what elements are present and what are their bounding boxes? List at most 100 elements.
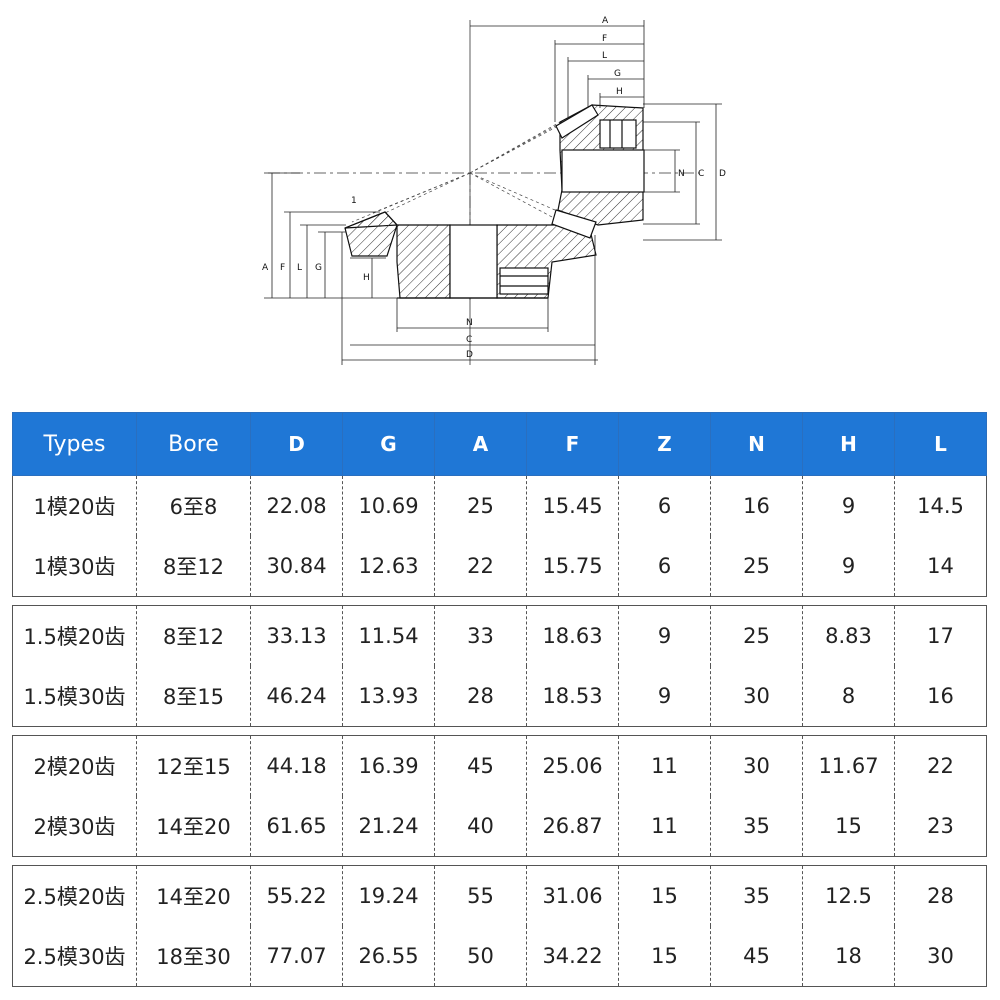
table-cell: 8至12 [136,605,251,666]
table-cell: 30 [710,735,803,796]
table-cell: 21.24 [342,796,435,857]
header-f: F [526,412,619,476]
table-cell: 19.24 [342,865,435,926]
table-cell: 30.84 [250,536,343,597]
table-cell: 14 [894,536,987,597]
table-cell: 12至15 [136,735,251,796]
header-a: A [434,412,527,476]
table-cell: 15 [802,796,895,857]
lower-gear-section [344,211,597,299]
table-cell: 9 [802,536,895,597]
header-types: Types [12,412,137,476]
table-cell: 2模20齿 [12,735,137,796]
separator-cell [12,596,987,606]
table-cell: 25.06 [526,735,619,796]
table-cell: 34.22 [526,926,619,987]
svg-text:D: D [719,169,726,179]
pitch-cone-lines [351,107,589,225]
table-cell: 11.54 [342,605,435,666]
table-cell: 15 [618,926,711,987]
table-cell: 25 [710,536,803,597]
table-cell: 28 [894,865,987,926]
svg-text:G: G [614,69,621,79]
left-dimension-labels: A F L G H 1 [262,196,370,283]
table-cell: 50 [434,926,527,987]
table-cell: 28 [434,666,527,727]
svg-text:A: A [602,16,609,26]
table-cell: 1模20齿 [12,475,137,536]
table-cell: 15.45 [526,475,619,536]
table-cell: 17 [894,605,987,666]
svg-text:N: N [466,318,473,328]
left-dimension-lines [264,172,596,365]
table-cell: 31.06 [526,865,619,926]
table-cell: 44.18 [250,735,343,796]
right-dimension-labels: N C D [678,169,726,179]
table-cell: 1.5模20齿 [12,605,137,666]
table-cell: 9 [618,605,711,666]
table-cell: 45 [710,926,803,987]
table-cell: 1.5模30齿 [12,666,137,727]
table-cell: 26.87 [526,796,619,857]
table-cell: 33.13 [250,605,343,666]
table-cell: 11 [618,735,711,796]
table-cell: 40 [434,796,527,857]
table-cell: 10.69 [342,475,435,536]
svg-text:D: D [466,350,473,360]
table-cell: 2模30齿 [12,796,137,857]
table-cell: 2.5模20齿 [12,865,137,926]
table-cell: 23 [894,796,987,857]
bevel-gear-technical-drawing: A F L G H N C D [262,16,726,365]
table-cell: 77.07 [250,926,343,987]
table-cell: 18 [802,926,895,987]
top-dimension-labels: A F L G H [602,16,623,97]
svg-text:H: H [616,87,623,97]
table-cell: 35 [710,865,803,926]
top-dimension-lines [470,20,645,122]
table-cell: 22.08 [250,475,343,536]
table-cell: 16 [710,475,803,536]
table-cell: 2.5模30齿 [12,926,137,987]
svg-text:C: C [698,169,704,179]
table-cell: 22 [434,536,527,597]
table-cell: 61.65 [250,796,343,857]
table-cell: 18.53 [526,666,619,727]
table-cell: 11 [618,796,711,857]
table-cell: 14.5 [894,475,987,536]
header-n: N [710,412,803,476]
svg-text:F: F [280,263,285,273]
table-cell: 55.22 [250,865,343,926]
table-cell: 16 [894,666,987,727]
table-cell: 25 [434,475,527,536]
table-cell: 8至15 [136,666,251,727]
table-cell: 45 [434,735,527,796]
table-cell: 8至12 [136,536,251,597]
table-cell: 13.93 [342,666,435,727]
header-g: G [342,412,435,476]
table-cell: 26.55 [342,926,435,987]
svg-text:L: L [602,51,607,61]
table-cell: 6 [618,475,711,536]
header-z: Z [618,412,711,476]
table-cell: 55 [434,865,527,926]
svg-text:N: N [678,169,685,179]
table-cell: 33 [434,605,527,666]
table-cell: 6 [618,536,711,597]
table-cell: 25 [710,605,803,666]
table-cell: 46.24 [250,666,343,727]
svg-text:G: G [315,263,322,273]
table-cell: 14至20 [136,796,251,857]
table-cell: 8 [802,666,895,727]
table-header-row: Types Bore D G A F Z N H L [12,412,987,476]
svg-text:1: 1 [351,196,357,206]
header-d: D [250,412,343,476]
table-cell: 6至8 [136,475,251,536]
